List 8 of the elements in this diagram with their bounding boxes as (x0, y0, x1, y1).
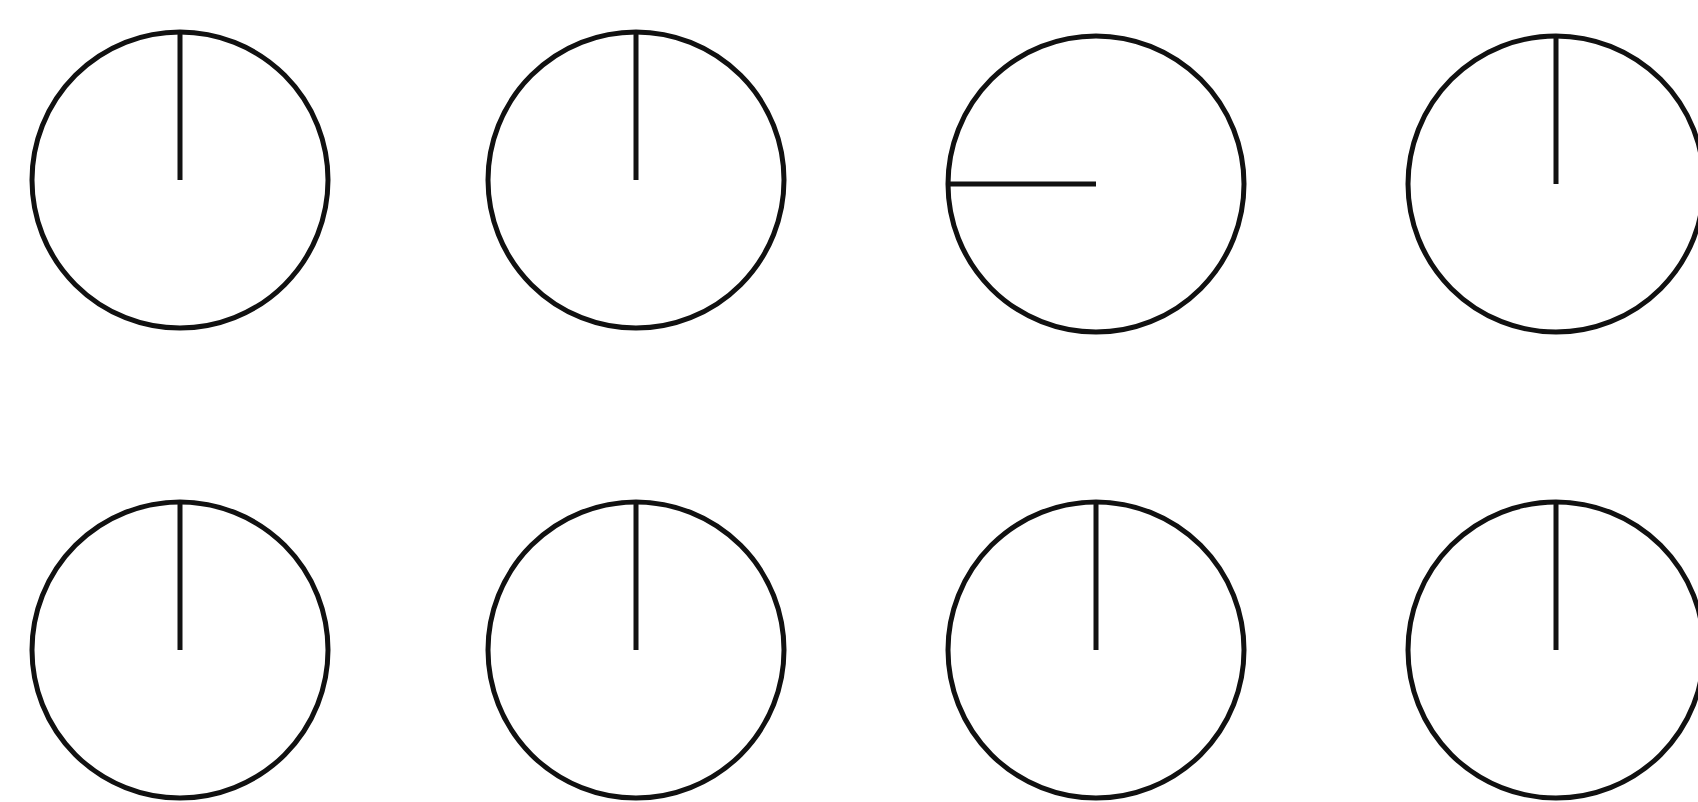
dial-drawing (944, 498, 1248, 802)
dial-drawing (28, 498, 332, 802)
dial-drawing (484, 28, 788, 332)
dial-drawing (944, 32, 1248, 336)
dial-drawing (28, 28, 332, 332)
dial-drawing (1404, 498, 1698, 802)
dial-drawing (1404, 32, 1698, 336)
dial-drawing (484, 498, 788, 802)
